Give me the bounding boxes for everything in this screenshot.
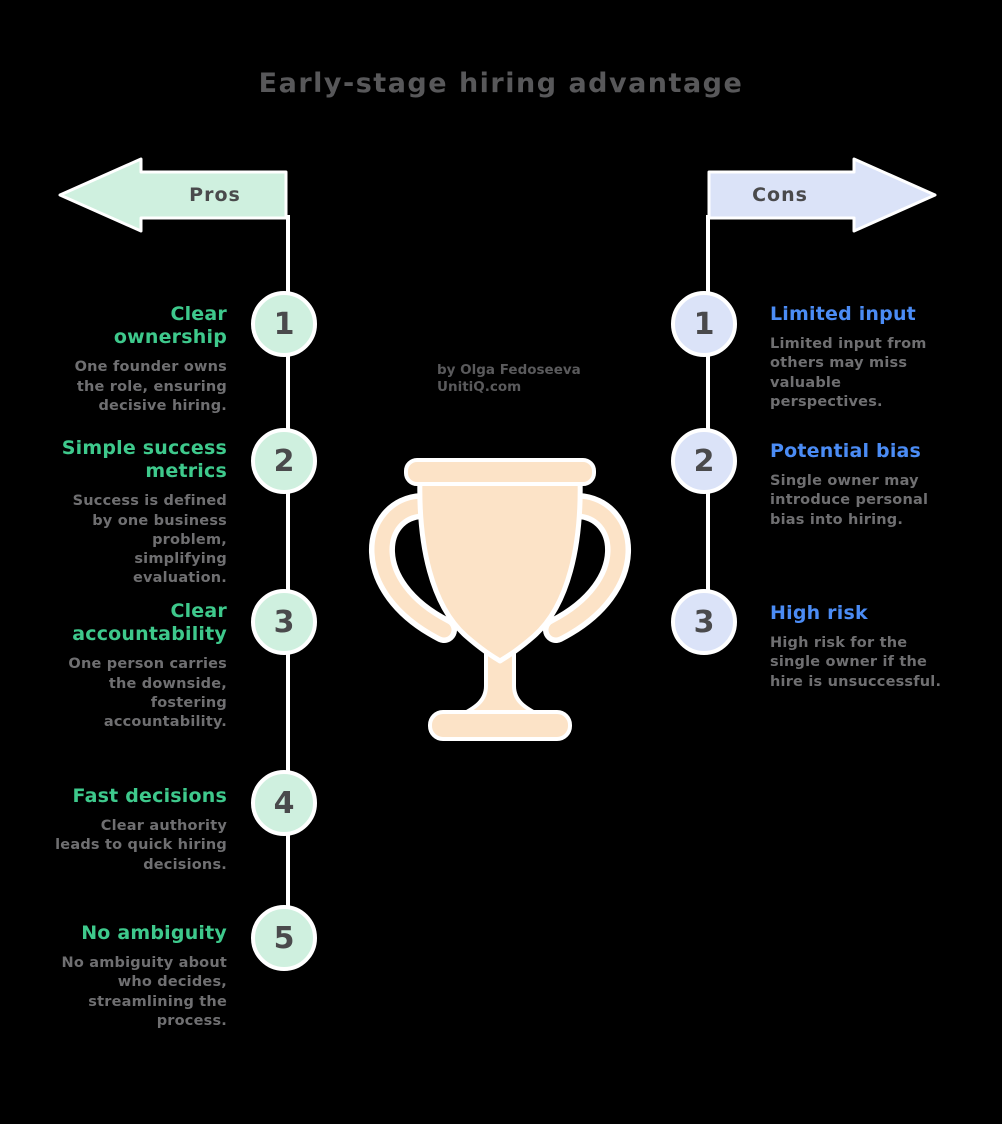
pro-item-5: No ambiguity No ambiguity about who deci… [55,922,227,1031]
pro-description: Success is defined by one business probl… [72,493,227,587]
pros-arrow: Pros [57,156,289,234]
con-description: Single owner may introduce personal bias… [770,473,929,528]
pro-heading: Fast decisions [72,785,227,807]
step-number: 5 [273,920,295,956]
pro-description: One founder owns the role, ensuring deci… [74,359,227,414]
pro-item-4: Fast decisions Clear authority leads to … [55,785,227,875]
cons-step-circle-3: 3 [671,589,737,655]
cons-connector-line [706,215,710,626]
step-number: 2 [693,443,715,479]
step-number: 4 [273,785,295,821]
con-item-1: Limited input Limited input from others … [770,303,942,412]
pro-item-1: Clear ownership One founder owns the rol… [55,303,227,416]
pro-heading: Simple success metrics [61,437,227,483]
con-heading: Potential bias [770,440,922,462]
cons-arrow: Cons [706,156,938,234]
right-arrow-icon [707,157,937,233]
pros-connector-line [286,215,290,942]
con-heading: High risk [770,602,868,624]
pro-description: Clear authority leads to quick hiring de… [55,818,227,873]
pro-item-3: Clear accountability One person carries … [55,600,227,732]
cons-step-circle-2: 2 [671,428,737,494]
cons-step-circle-1: 1 [671,291,737,357]
con-description: Limited input from others may miss valua… [770,336,927,411]
left-arrow-icon [58,157,288,233]
pro-heading: No ambiguity [81,922,227,944]
pro-heading: Clear ownership [113,303,227,349]
attribution-author: by Olga Fedoseeva [437,362,581,378]
con-item-3: High risk High risk for the single owner… [770,602,942,692]
step-number: 2 [273,443,295,479]
attribution: by Olga Fedoseeva UnitiQ.com [437,362,581,396]
pros-step-circle-4: 4 [251,770,317,836]
pro-heading: Clear accountability [72,600,227,646]
con-description: High risk for the single owner if the hi… [770,635,942,690]
page-title: Early-stage hiring advantage [258,68,744,99]
attribution-site: UnitiQ.com [437,378,522,395]
cons-arrow-label: Cons [752,184,808,206]
pro-item-2: Simple success metrics Success is define… [55,437,227,589]
con-heading: Limited input [770,303,916,325]
pro-description: One person carries the downside, fosteri… [68,656,227,731]
pros-step-circle-2: 2 [251,428,317,494]
pros-step-circle-5: 5 [251,905,317,971]
step-number: 3 [693,604,715,640]
pros-arrow-label: Pros [189,184,241,206]
con-item-2: Potential bias Single owner may introduc… [770,440,942,530]
pros-step-circle-1: 1 [251,291,317,357]
step-number: 1 [273,306,295,342]
step-number: 1 [693,306,715,342]
trophy-icon [369,458,631,741]
step-number: 3 [273,604,295,640]
pros-step-circle-3: 3 [251,589,317,655]
pro-description: No ambiguity about who decides, streamli… [61,955,227,1030]
